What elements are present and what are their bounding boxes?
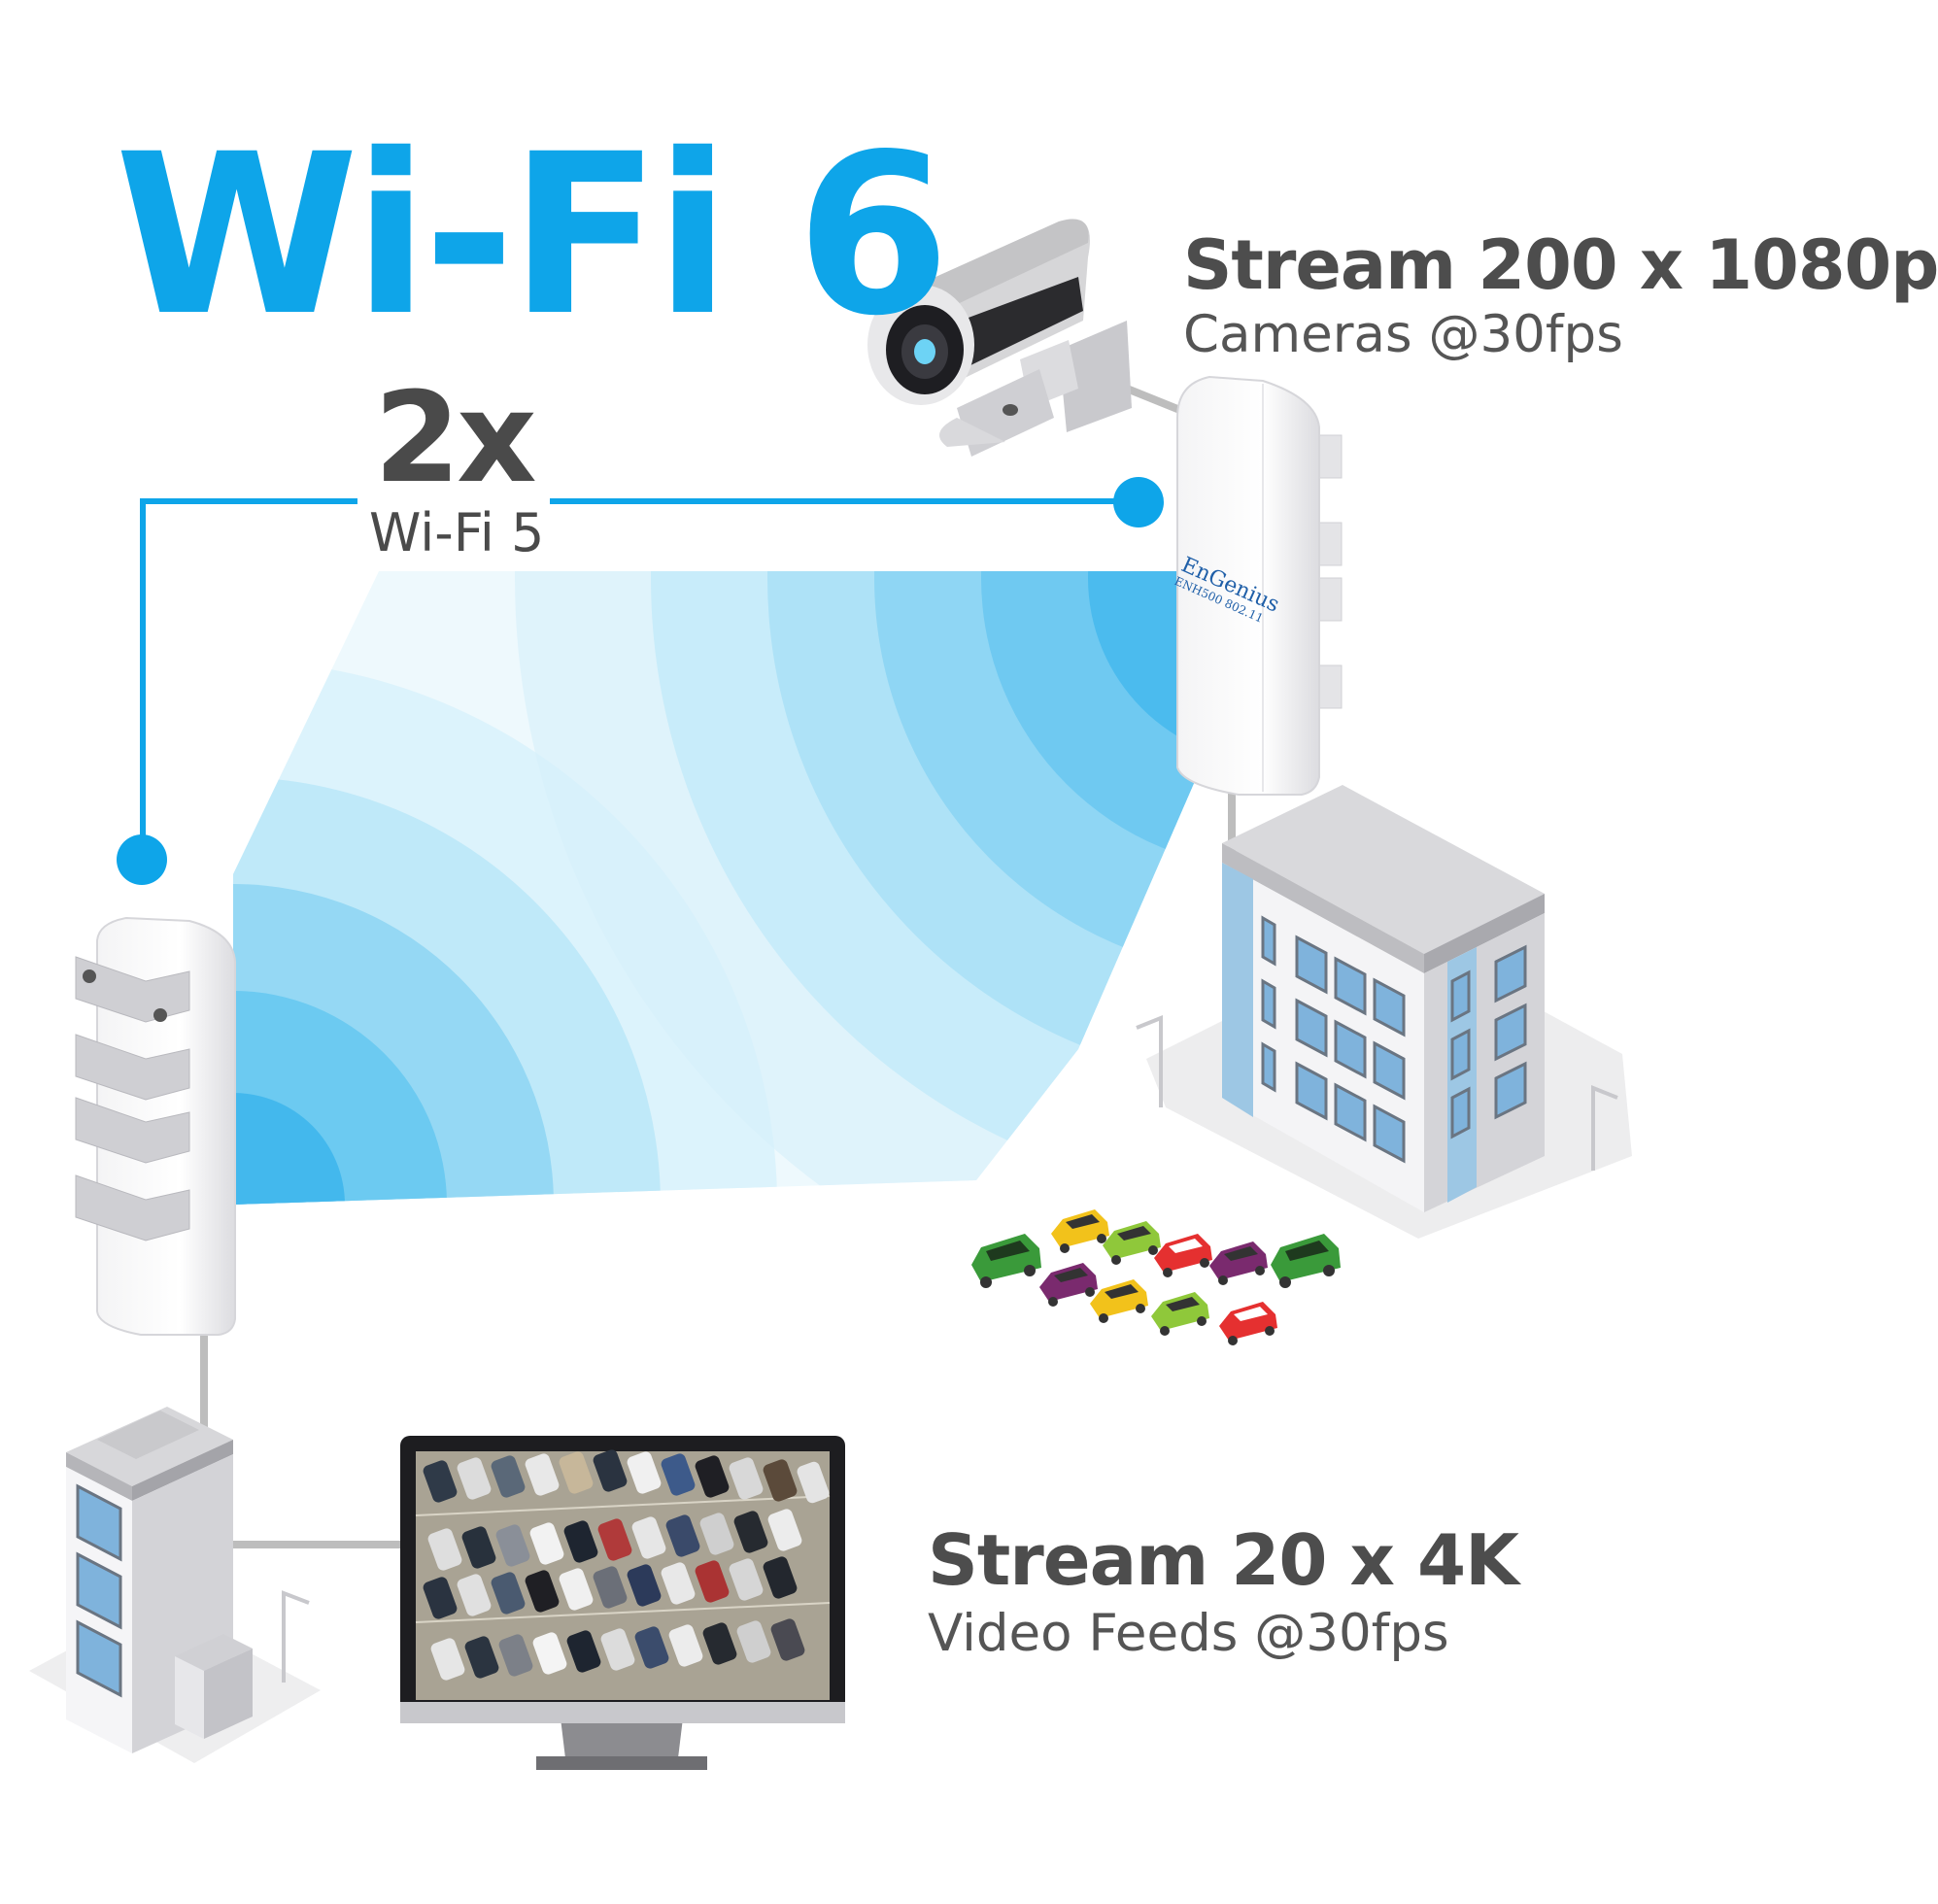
signal-beam bbox=[233, 571, 1273, 1205]
camera-stream-subtitle: Cameras @30fps bbox=[1183, 305, 1623, 364]
office-building-left bbox=[29, 1407, 321, 1763]
bracket-node-right bbox=[1113, 477, 1164, 527]
comparison-baseline: Wi-Fi 5 bbox=[369, 502, 545, 563]
bracket-node-left bbox=[117, 834, 167, 885]
parked-cars bbox=[971, 1209, 1341, 1345]
camera-stream-title: Stream 200 x 1080p bbox=[1183, 225, 1938, 305]
comparison-bracket bbox=[140, 498, 1139, 863]
video-stream-subtitle: Video Feeds @30fps bbox=[928, 1604, 1449, 1663]
office-building-right bbox=[1136, 785, 1632, 1239]
access-point-left bbox=[75, 916, 236, 1336]
security-camera bbox=[867, 219, 1132, 457]
access-point-right bbox=[1176, 375, 1343, 796]
parking-lot-feed bbox=[415, 1449, 831, 1700]
headline-title: Wi-Fi 6 bbox=[115, 106, 950, 364]
video-monitor bbox=[400, 1436, 845, 1770]
video-stream-title: Stream 20 x 4K bbox=[928, 1519, 1519, 1601]
comparison-factor: 2x bbox=[374, 366, 537, 511]
